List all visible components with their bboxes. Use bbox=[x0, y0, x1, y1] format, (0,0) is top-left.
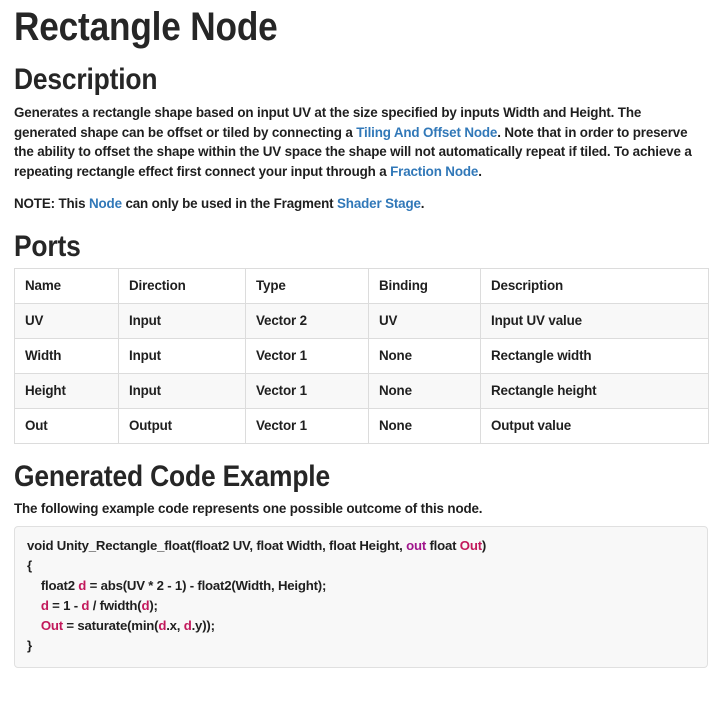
ports-table: Name Direction Type Binding Description … bbox=[14, 267, 709, 444]
description-text-part-3: . bbox=[478, 163, 482, 179]
column-header-direction: Direction bbox=[118, 267, 246, 304]
code-variable-d: d bbox=[141, 597, 150, 613]
code-content: void Unity_Rectangle_float(float2 UV, fl… bbox=[27, 536, 695, 656]
code-line-6: } bbox=[27, 637, 32, 653]
code-line-1-part-c: float bbox=[426, 537, 460, 553]
code-variable-Out: Out bbox=[40, 617, 63, 633]
cell-direction: Output bbox=[118, 407, 246, 444]
page-title: Rectangle Node bbox=[14, 5, 278, 49]
code-block: void Unity_Rectangle_float(float2 UV, fl… bbox=[14, 525, 708, 668]
code-line-5-part-a bbox=[27, 618, 41, 633]
column-header-description: Description bbox=[480, 267, 709, 304]
cell-description: Input UV value bbox=[480, 302, 709, 339]
section-heading-ports: Ports bbox=[14, 229, 81, 263]
section-heading-generated-code: Generated Code Example bbox=[14, 459, 330, 493]
table-row: Width Input Vector 1 None Rectangle widt… bbox=[14, 337, 709, 374]
cell-type: Vector 2 bbox=[245, 302, 369, 339]
code-line-4-part-g: ); bbox=[149, 597, 158, 613]
cell-name: Width bbox=[14, 337, 119, 374]
note-text-part-1: NOTE: This bbox=[14, 196, 89, 212]
note-text-part-2: can only be used in the Fragment bbox=[121, 196, 338, 212]
cell-direction: Input bbox=[118, 302, 246, 339]
code-variable-Out: Out bbox=[459, 537, 482, 553]
cell-type: Vector 1 bbox=[245, 337, 369, 374]
cell-binding: None bbox=[368, 407, 481, 444]
description-text-part-2: . Note that in order to preserve the abi… bbox=[14, 124, 692, 179]
link-shader-stage[interactable]: Shader Stage bbox=[337, 196, 421, 212]
table-row: UV Input Vector 2 UV Input UV value bbox=[14, 302, 709, 339]
description-text-part-1: Generates a rectangle shape based on inp… bbox=[14, 105, 642, 140]
cell-direction: Input bbox=[118, 337, 246, 374]
note-text-part-3: . bbox=[420, 196, 425, 212]
code-keyword-out: out bbox=[406, 537, 427, 553]
cell-description: Rectangle height bbox=[480, 372, 709, 409]
section-heading-description: Description bbox=[14, 63, 158, 96]
code-line-5-part-c: = saturate(min( bbox=[62, 617, 159, 633]
column-header-name: Name bbox=[14, 267, 119, 304]
table-row: Out Output Vector 1 None Output value bbox=[14, 407, 709, 444]
cell-name: Height bbox=[14, 372, 119, 409]
column-header-type: Type bbox=[245, 267, 369, 304]
code-variable-d: d bbox=[78, 577, 87, 593]
cell-type: Vector 1 bbox=[245, 372, 369, 409]
table-row: Height Input Vector 1 None Rectangle hei… bbox=[14, 372, 709, 409]
code-line-3-part-c: = abs(UV * 2 - 1) - float2(Width, Height… bbox=[86, 577, 327, 593]
cell-name: UV bbox=[14, 302, 119, 339]
cell-type: Vector 1 bbox=[245, 407, 369, 444]
generated-code-caption: The following example code represents on… bbox=[14, 500, 483, 516]
cell-description: Output value bbox=[480, 407, 709, 444]
code-variable-d: d bbox=[40, 597, 49, 613]
note-paragraph: NOTE: This Node can only be used in the … bbox=[14, 194, 705, 214]
code-line-4-part-c: = 1 - bbox=[48, 597, 82, 613]
cell-binding: None bbox=[368, 372, 481, 409]
code-line-1-part-a: void Unity_Rectangle_float(float2 UV, fl… bbox=[27, 537, 407, 553]
link-fraction-node[interactable]: Fraction Node bbox=[390, 163, 479, 179]
code-variable-d: d bbox=[183, 617, 192, 633]
code-line-4-part-e: / fwidth( bbox=[89, 597, 142, 613]
code-line-5-part-g: .y)); bbox=[191, 617, 215, 633]
table-header-row: Name Direction Type Binding Description bbox=[14, 267, 709, 304]
code-line-2: { bbox=[27, 557, 32, 573]
code-variable-d: d bbox=[81, 597, 90, 613]
column-header-binding: Binding bbox=[368, 267, 481, 304]
cell-binding: None bbox=[368, 337, 481, 374]
code-line-4-part-a bbox=[27, 598, 41, 613]
code-line-5-part-e: .x, bbox=[166, 617, 184, 633]
cell-direction: Input bbox=[118, 372, 246, 409]
cell-name: Out bbox=[14, 407, 119, 444]
code-variable-d: d bbox=[158, 617, 167, 633]
cell-description: Rectangle width bbox=[480, 337, 709, 374]
code-line-3-part-a: float2 bbox=[27, 577, 79, 593]
cell-binding: UV bbox=[368, 302, 481, 339]
description-paragraph: Generates a rectangle shape based on inp… bbox=[14, 103, 705, 181]
link-node[interactable]: Node bbox=[88, 196, 122, 212]
code-line-1-part-e: ) bbox=[481, 537, 487, 553]
documentation-page: Rectangle Node Description Generates a r… bbox=[0, 5, 719, 668]
link-tiling-and-offset-node[interactable]: Tiling And Offset Node bbox=[356, 124, 498, 140]
